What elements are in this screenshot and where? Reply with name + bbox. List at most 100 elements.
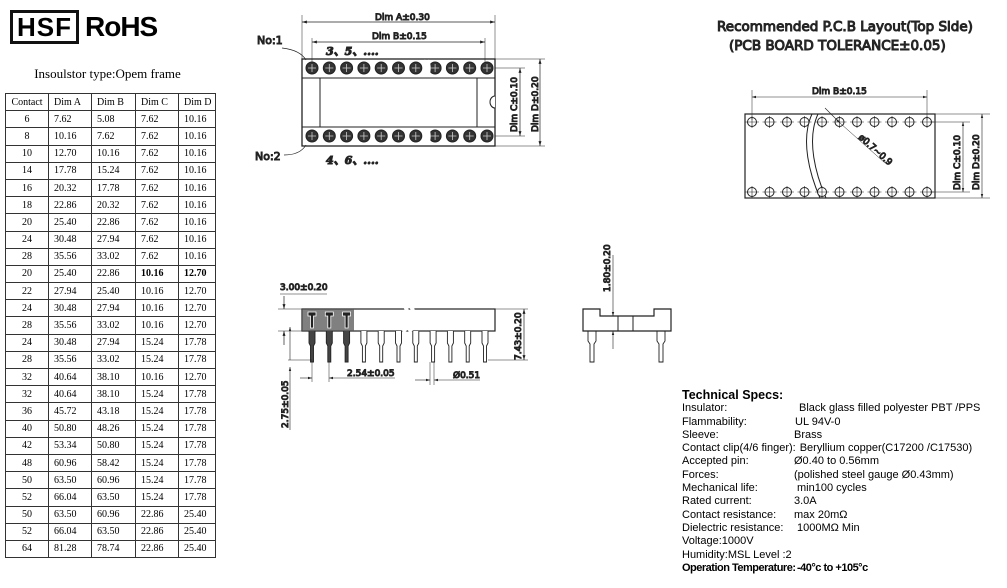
dim-b-label: Dim B±0.15 xyxy=(372,32,427,42)
spec-label: Contact resistance: xyxy=(682,508,777,521)
table-cell: 50 xyxy=(5,505,49,524)
insulator-type-caption: Insoulstor type:Opem frame xyxy=(34,66,181,81)
table-cell: 25.40 xyxy=(178,505,216,524)
spec-value: Brass xyxy=(794,428,823,441)
pin xyxy=(464,331,472,363)
rohs-logo: RoHS xyxy=(85,11,158,42)
pin xyxy=(360,331,368,363)
pin xyxy=(325,331,333,363)
tail-length-label: 2.75±0.05 xyxy=(281,380,291,428)
height-3-label: 3.00±0.20 xyxy=(280,283,328,293)
pcb-tolerance: (PCB BOARD TOLERANCE±0.05) xyxy=(729,38,946,54)
pin xyxy=(377,331,385,363)
spec-row: Accepted pin:Ø0.40 to 0.56mm xyxy=(682,455,980,468)
pin-no1-label: No:1 xyxy=(257,34,283,47)
pcb-layout-drawing: Recommended P.C.B Layout(Top Side) (PCB … xyxy=(717,19,990,199)
spec-row: Voltage:1000V xyxy=(682,535,980,548)
spec-label: Operation Temperature: xyxy=(682,561,796,574)
spec-value: 3.0A xyxy=(794,495,817,508)
side-view-drawing: 3.00±0.20 7.43±0.20 2.54±0.05 Ø0.51 2.75… xyxy=(278,283,528,430)
table-cell: 52 xyxy=(5,522,49,541)
spec-label: Flammability: xyxy=(682,415,747,428)
spec-value: UL 94V-0 xyxy=(795,415,841,428)
table-cell: 60.96 xyxy=(91,505,136,524)
spec-label: Insulator: xyxy=(682,402,728,415)
spec-row: Sleeve: Brass xyxy=(682,429,980,442)
spec-value: (polished steel gauge Ø0.43mm) xyxy=(794,468,954,481)
spec-label: Forces: xyxy=(682,468,719,481)
specs-title: Technical Specs: xyxy=(682,388,784,402)
end-view-drawing: 1.80±0.20 xyxy=(582,244,672,363)
spec-value: max 20mΩ xyxy=(794,508,848,521)
spec-row: Contact resistance: max 20mΩ xyxy=(682,509,980,522)
dim-d-label: Dim D±0.20 xyxy=(531,76,541,132)
pin-diameter-label: Ø0.51 xyxy=(453,370,480,381)
spec-row: Insulator: Black glass filled polyester P… xyxy=(682,402,980,415)
table-cell: 22.86 xyxy=(135,522,179,541)
top-view-drawing: Dim A±0.30 Dim B±0.15 Dim C±0.10 Dim D±0… xyxy=(255,13,545,168)
spec-label: Mechanical life: xyxy=(682,482,758,495)
table-cell: 25.40 xyxy=(178,522,216,541)
spec-value: 1000MΩ Min xyxy=(797,521,860,534)
spec-value: Beryllium copper(C17200 /C17530) xyxy=(799,442,973,455)
spec-label: Sleeve: xyxy=(682,428,719,441)
pitch-label: 2.54±0.05 xyxy=(347,369,395,379)
hole-diameter-label: ø0.7~0.9 xyxy=(856,133,894,168)
spec-row: Humidity:MSL Level :2 xyxy=(682,549,980,562)
odd-pins-label: 3、5、.... xyxy=(326,45,379,58)
hsf-logo: HSF xyxy=(10,10,79,44)
pcb-dim-d-label: Dim D±0.20 xyxy=(972,134,982,190)
table-cell: 81.28 xyxy=(48,539,92,559)
pin xyxy=(481,331,489,363)
spec-value: -40°c to +105°c xyxy=(797,561,868,574)
pin xyxy=(308,331,316,363)
table-cell: 25.40 xyxy=(178,539,216,559)
spec-row: Flammability: UL 94V-0 xyxy=(682,416,980,429)
table-cell: 17.78 xyxy=(178,402,216,421)
table-cell: 22.86 xyxy=(135,539,179,559)
hsf-rohs-logo: HSF RoHS xyxy=(10,10,158,44)
spec-label: Voltage:1000V xyxy=(682,535,754,548)
table-cell: 22.86 xyxy=(135,505,179,524)
spec-row: Rated current:3.0A xyxy=(682,495,980,508)
spec-label: Accepted pin: xyxy=(682,455,749,468)
spec-label: Contact clip(4/6 finger): xyxy=(682,442,796,455)
pin xyxy=(429,331,437,363)
pcb-dim-c-label: Dim C±0.10 xyxy=(953,135,963,190)
even-pins-label: 4、6、.... xyxy=(326,154,379,167)
dim-c-label: Dim C±0.10 xyxy=(510,77,520,132)
spec-label: Dielectric resistance: xyxy=(682,521,784,534)
pin xyxy=(395,331,402,363)
spec-row: Contact clip(4/6 finger):Beryllium coppe… xyxy=(682,442,980,455)
height-7-43-label: 7.43±0.20 xyxy=(514,312,524,360)
spec-operation-temperature: Operation Temperature: -40°c to +105°c xyxy=(682,562,980,575)
pcb-dim-b-label: Dim B±0.15 xyxy=(812,87,867,97)
pin xyxy=(446,331,454,363)
pcb-title: Recommended P.C.B Layout(Top Side) xyxy=(717,19,973,35)
pin xyxy=(343,331,351,363)
spec-value: Black glass filled polyester PBT /PPS xyxy=(799,402,981,415)
spec-label: Humidity:MSL Level :2 xyxy=(682,548,792,561)
spec-row: Dielectric resistance: 1000MΩ Min xyxy=(682,522,980,535)
technical-specs: Technical Specs: Insulator: Black glass f… xyxy=(682,388,980,575)
